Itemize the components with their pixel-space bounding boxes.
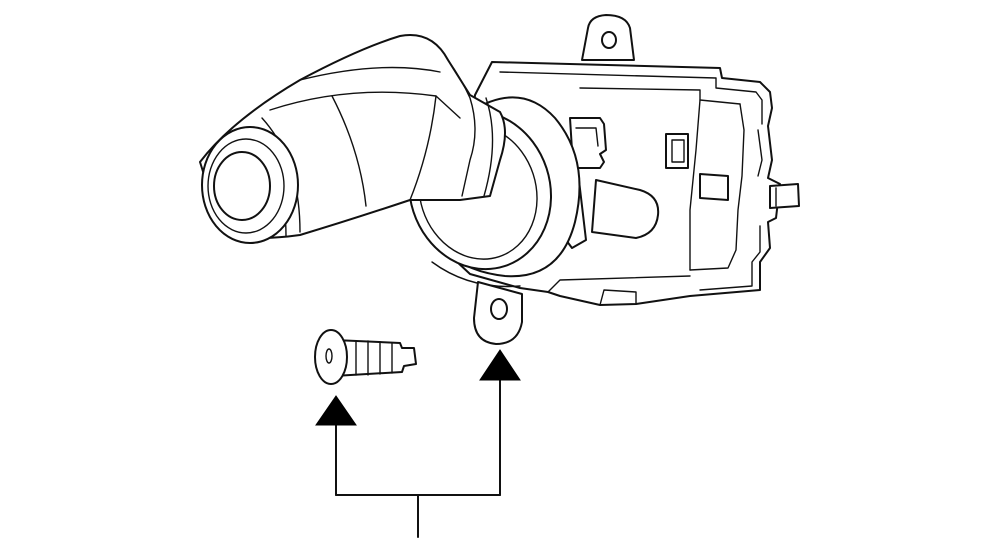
bottom-mounting-tab [473, 281, 523, 345]
screw-head-recess [325, 348, 333, 364]
top-tab-hole [601, 31, 617, 49]
stalk-button [213, 151, 271, 221]
bottom-tab-hole [490, 298, 508, 320]
internal-plunger [591, 179, 660, 239]
arrowhead-screw [315, 395, 357, 426]
screw-head [314, 329, 348, 385]
arrow-leader-lines [315, 349, 521, 538]
arrowhead-tab [479, 349, 521, 381]
mounting-screw [314, 329, 417, 385]
top-mounting-tab [581, 14, 635, 61]
connector-pin [769, 183, 800, 209]
lever-stalk [199, 34, 506, 244]
